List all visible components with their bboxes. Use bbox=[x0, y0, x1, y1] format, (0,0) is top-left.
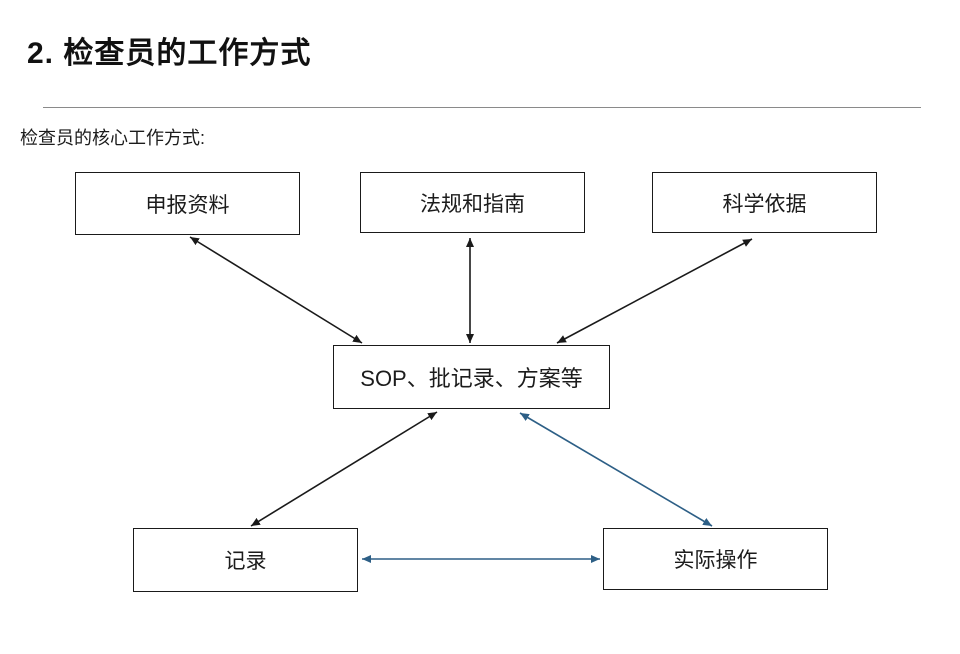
edge-sop-jilu-arrow bbox=[250, 411, 438, 527]
node-application-materials: 申报资料 bbox=[75, 172, 300, 235]
edge-sop-shiji-arrow bbox=[519, 412, 713, 527]
node-sop-batch-records: SOP、批记录、方案等 bbox=[333, 345, 610, 409]
edge-kexue-sop-arrow bbox=[556, 238, 753, 344]
node-label: SOP、批记录、方案等 bbox=[360, 366, 583, 391]
node-label: 科学依据 bbox=[722, 192, 807, 216]
node-label: 记录 bbox=[224, 550, 267, 573]
node-label: 申报资料 bbox=[145, 193, 230, 217]
page-title: 2. 检查员的工作方式 bbox=[27, 37, 312, 70]
node-records: 记录 bbox=[133, 528, 358, 592]
subtitle: 检查员的核心工作方式: bbox=[20, 128, 205, 148]
node-scientific-basis: 科学依据 bbox=[652, 172, 877, 233]
node-label: 法规和指南 bbox=[420, 192, 525, 216]
node-actual-operation: 实际操作 bbox=[603, 528, 828, 590]
edge-shenbao-sop-arrow bbox=[189, 236, 363, 344]
node-label: 实际操作 bbox=[673, 549, 758, 572]
node-regulations-guidelines: 法规和指南 bbox=[360, 172, 585, 233]
title-divider bbox=[43, 107, 921, 108]
